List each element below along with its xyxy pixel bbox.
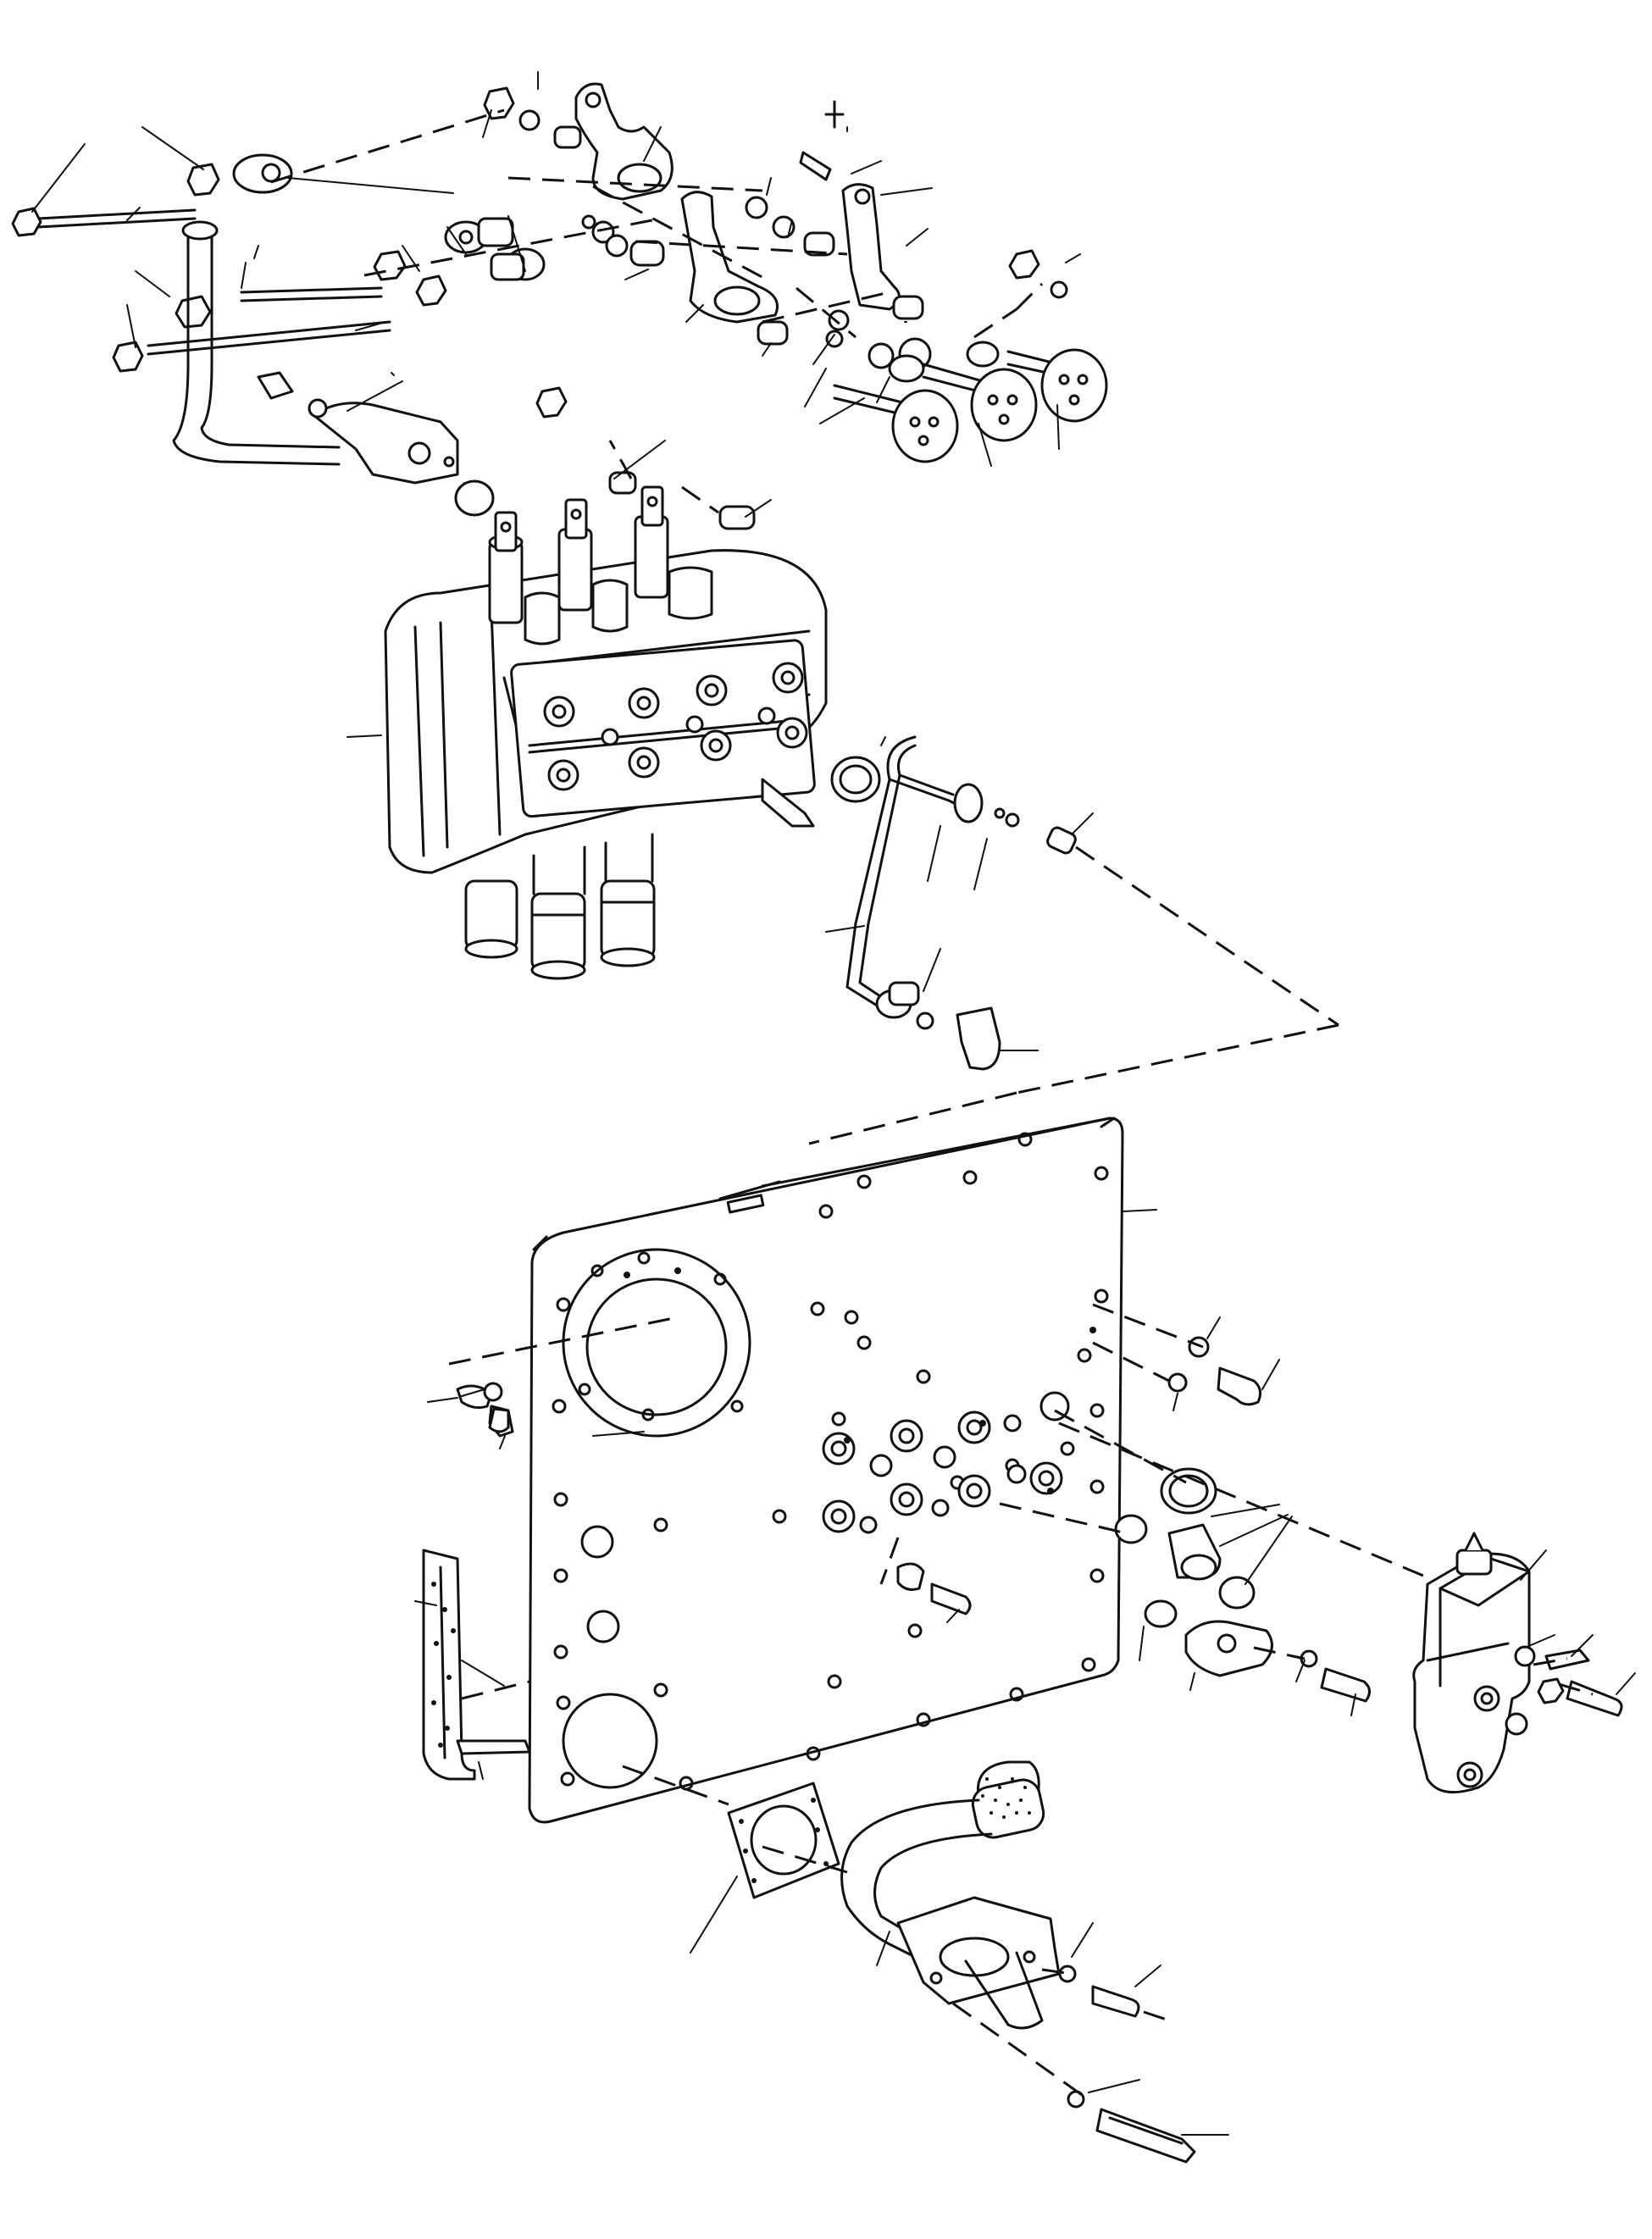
leader-lines-top [31,71,1081,518]
shift-lever [172,220,495,517]
valve-spools-bottom [464,833,656,980]
seal-strip [414,1549,531,1781]
plate-holes [552,1132,1109,1791]
plate-port-cluster [822,1391,1070,1534]
plate-fittings-right [427,1303,1424,1716]
control-lever-linkage [11,71,1108,530]
filter-pipe [762,1760,1229,2164]
valve-ports [543,662,808,791]
lever-arm-3 [841,183,901,311]
clevis-left [444,217,546,281]
tie-rod-middle [175,250,447,329]
tie-rod-lower [112,320,391,373]
flange-cover [1184,1620,1273,1677]
hydraulic-tube [808,735,1339,1145]
relief-valve [1412,1532,1636,1794]
disc-flanges [833,341,1108,463]
filter-mesh [981,1777,1031,1819]
mounting-plate [528,1117,1157,1824]
control-valve-block [346,485,881,980]
lever-arm-2 [680,191,779,324]
plate-screws-left [461,1382,510,1433]
valve-seal-ring [830,756,881,803]
valve-spools-top [488,485,713,646]
plate-lower-opening [562,1693,658,1789]
assembly-lines-top [270,108,1044,514]
tie-rod-upper [11,153,293,237]
